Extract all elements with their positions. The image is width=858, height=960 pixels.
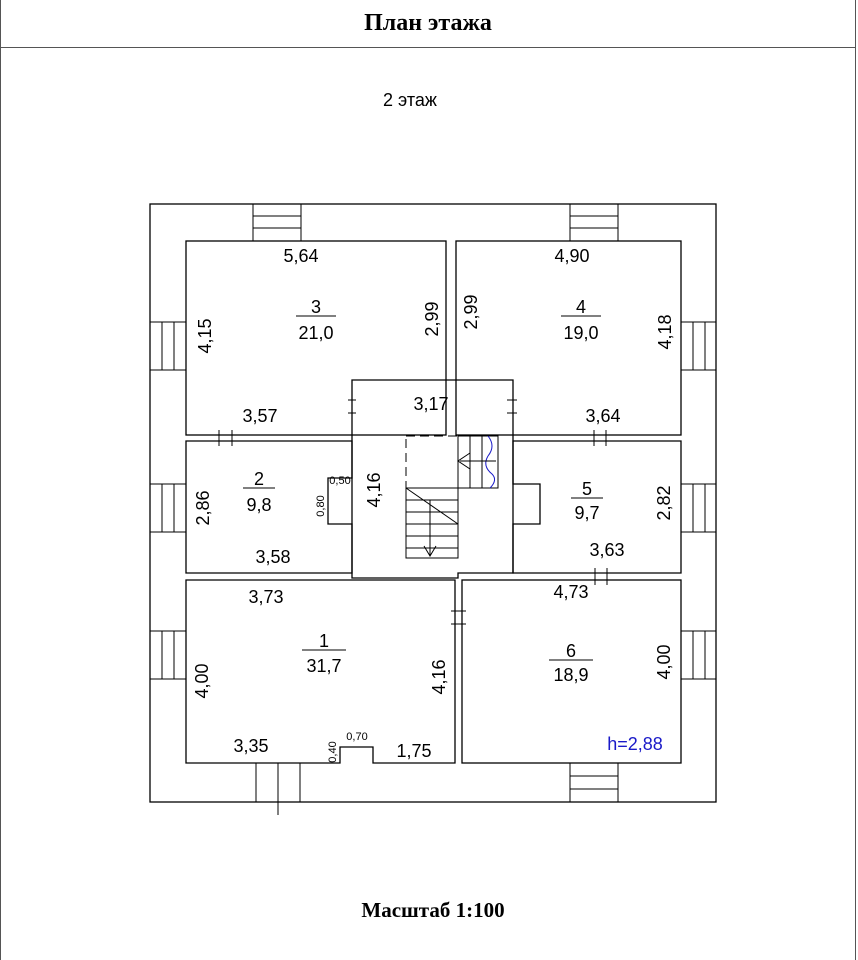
room-6-label: 6 18,9 <box>549 641 593 685</box>
window-left-2 <box>149 483 187 533</box>
room-3-label: 3 21,0 <box>296 297 336 343</box>
svg-text:1: 1 <box>319 631 329 651</box>
dim-r2-niche-w: 0,50 <box>329 475 350 487</box>
svg-text:19,0: 19,0 <box>563 323 598 343</box>
scale-label: Масштаб 1:100 <box>361 898 505 922</box>
dim-r1-bottom-right: 1,75 <box>396 741 431 761</box>
svg-text:9,7: 9,7 <box>574 503 599 523</box>
dim-r5-right: 2,82 <box>654 485 674 520</box>
window-right-1 <box>680 321 717 371</box>
svg-text:9,8: 9,8 <box>246 495 271 515</box>
dim-r5-bottom: 3,63 <box>589 540 624 560</box>
door-ticks <box>218 399 608 625</box>
dim-hall-height: 4,16 <box>364 472 384 507</box>
dim-r4-top: 4,90 <box>554 246 589 266</box>
room-1-outline <box>185 579 456 764</box>
dim-r1-niche-w: 0,70 <box>346 731 367 743</box>
plan-header: План этажа <box>0 0 856 48</box>
svg-text:5: 5 <box>582 479 592 499</box>
dim-r1-right: 4,16 <box>429 659 449 694</box>
ceiling-height: h=2,88 <box>607 734 663 754</box>
svg-text:2: 2 <box>254 469 264 489</box>
svg-text:3: 3 <box>311 297 321 317</box>
room-2-label: 2 9,8 <box>243 469 275 515</box>
dim-r4-bottom: 3,64 <box>585 406 620 426</box>
dim-r2-bottom: 3,58 <box>255 547 290 567</box>
dim-r6-right: 4,00 <box>654 644 674 679</box>
entrance-door <box>255 763 301 815</box>
window-left-3 <box>149 630 187 680</box>
room-1-label: 1 31,7 <box>302 631 346 676</box>
svg-text:21,0: 21,0 <box>298 323 333 343</box>
window-bottom-right <box>569 762 619 803</box>
dim-r3-top: 5,64 <box>283 246 318 266</box>
svg-text:6: 6 <box>566 641 576 661</box>
dim-r1-bottom-left: 3,35 <box>233 736 268 756</box>
dim-hall-top: 3,17 <box>413 394 448 414</box>
dim-r1-left: 4,00 <box>192 663 212 698</box>
dim-r2-niche-h: 0,80 <box>315 495 327 516</box>
dim-r4-left: 2,99 <box>461 294 481 329</box>
window-top-left <box>252 203 302 242</box>
window-right-3 <box>680 630 717 680</box>
hall-outline <box>351 379 514 579</box>
window-left-1 <box>149 321 187 371</box>
dim-r4-right: 4,18 <box>655 314 675 349</box>
dim-r3-bottom: 3,57 <box>242 406 277 426</box>
dim-r2-left: 2,86 <box>193 490 213 525</box>
svg-text:4: 4 <box>576 297 586 317</box>
window-top-right <box>569 203 619 242</box>
svg-text:31,7: 31,7 <box>306 656 341 676</box>
room-5-label: 5 9,7 <box>571 479 603 523</box>
staircase <box>405 435 499 559</box>
dim-r6-top: 4,73 <box>553 582 588 602</box>
plan-title: План этажа <box>364 10 492 36</box>
window-right-2 <box>680 483 717 533</box>
floor-label: 2 этаж <box>383 90 437 110</box>
dim-r1-top: 3,73 <box>248 587 283 607</box>
page-frame <box>0 48 856 960</box>
dim-r3-left: 4,15 <box>195 318 215 353</box>
outer-wall <box>149 203 717 803</box>
svg-text:18,9: 18,9 <box>553 665 588 685</box>
dim-r3-right: 2,99 <box>422 301 442 336</box>
dim-r1-niche-h: 0,40 <box>327 741 339 762</box>
room-4-label: 4 19,0 <box>561 297 601 343</box>
